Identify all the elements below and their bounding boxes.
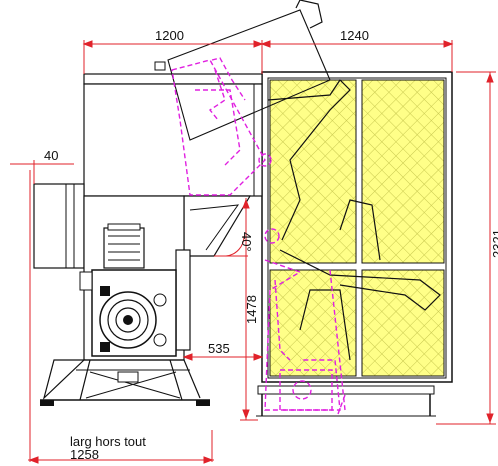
mesh-panel-top-left — [269, 79, 357, 264]
dim-left-small: 40 — [44, 148, 58, 163]
mesh-panel-top-right — [361, 79, 445, 264]
dim-angle: 40° — [239, 232, 254, 252]
dim-height-mid: 1478 — [244, 295, 259, 324]
dashed-overlay — [171, 57, 346, 415]
mesh-panel-bottom-left — [269, 269, 357, 377]
dimension-lines — [10, 40, 496, 464]
motor — [103, 227, 145, 269]
dim-top-right: 1240 — [340, 28, 369, 43]
caption-line2: 1258 — [70, 447, 99, 462]
dim-horizontal-mid: 535 — [208, 341, 230, 356]
dim-total-height: 2321 — [490, 229, 498, 258]
rotor — [99, 291, 157, 349]
dim-top-left: 1200 — [155, 28, 184, 43]
width-caption: larg hors tout 1258 — [70, 434, 146, 462]
safety-enclosure — [256, 71, 453, 417]
dimension-labels: 1200 1240 40 40° 1478 535 2321 — [44, 28, 498, 356]
caption-line1: larg hors tout — [70, 434, 146, 449]
mesh-panel-bottom-right — [361, 269, 445, 377]
